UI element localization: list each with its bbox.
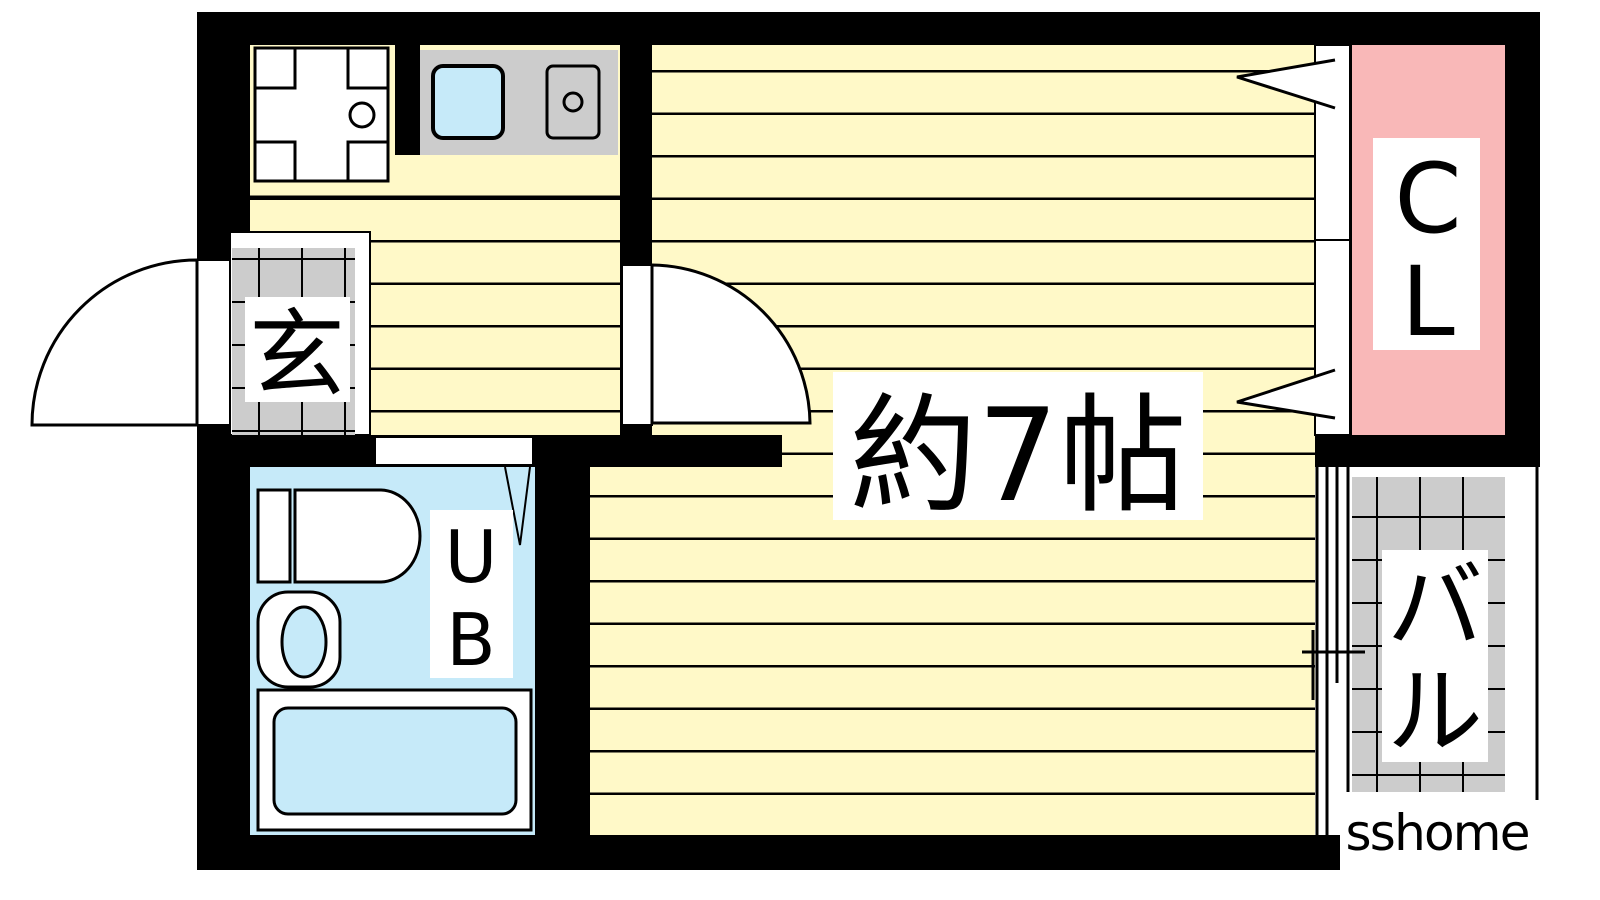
fridge-circle [348, 101, 376, 129]
bath-wall-left [197, 435, 375, 467]
washbasin-bowl [280, 605, 328, 679]
watermark-bg [1340, 800, 1540, 870]
entrance-label-bg [245, 297, 350, 402]
entrance-door-swing [30, 258, 199, 427]
toilet [293, 488, 422, 584]
balcony-label-ru: ル [1387, 656, 1483, 768]
door-swing [650, 263, 812, 425]
partition-wall [620, 45, 652, 265]
sink [431, 64, 505, 140]
bath-door [374, 436, 534, 466]
room-door [621, 264, 653, 426]
closet-label-bg [1373, 138, 1480, 350]
burner-icon [562, 91, 584, 113]
unit-bath-label-bg [430, 510, 513, 678]
toilet-tank [256, 488, 292, 584]
fridge-detail [255, 48, 388, 181]
balcony-wall [1315, 435, 1540, 467]
entrance-door [196, 259, 231, 426]
unit-bath-label-u: U [445, 515, 498, 599]
kitchen-counter-wall [395, 45, 420, 155]
balcony-window [1302, 467, 1365, 840]
watermark-text: sshome [1346, 804, 1531, 862]
balcony-label-ba: バ [1387, 551, 1483, 663]
closet-label-l: L [1401, 246, 1454, 358]
unit-bath-label-b: B [446, 598, 495, 682]
balcony-wall-corner [1315, 835, 1340, 870]
main-room-label-bg [833, 372, 1203, 520]
closet-label-c: C [1394, 143, 1461, 255]
stove [545, 64, 601, 140]
bath-wall-right [590, 435, 782, 467]
balcony-label-bg [1382, 550, 1488, 762]
bath-door-swing [504, 466, 531, 546]
closet-door-swing [1236, 58, 1336, 420]
main-room-label: 約7帖 [849, 382, 1186, 531]
bathtub-basin [272, 706, 518, 816]
entrance-label: 玄 [249, 299, 345, 411]
